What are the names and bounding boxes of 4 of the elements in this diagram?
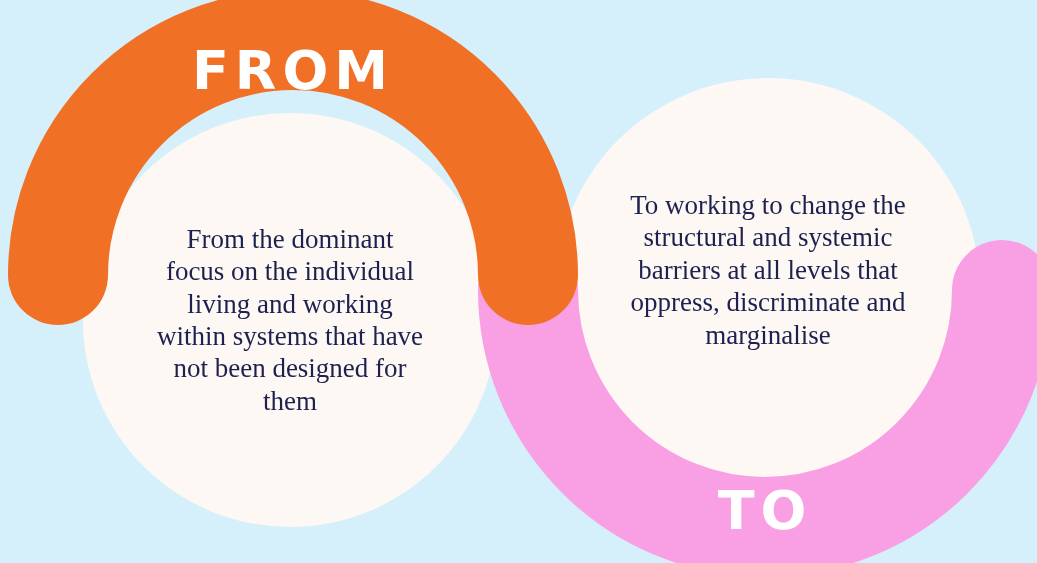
circle-text: To working to change the structural and systemic barriers at all levels that oppress, discriminate and marginalise	[629, 189, 907, 351]
circle-text: From the dominant focus on the individual living and working within systems that have not been designed for them	[155, 222, 425, 418]
arc-label: FROM	[191, 38, 395, 102]
arc-label: TO	[717, 478, 813, 542]
